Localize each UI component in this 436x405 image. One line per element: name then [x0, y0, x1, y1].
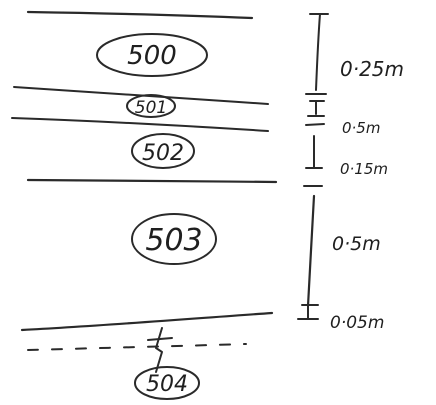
thickness-label-501: 0·5m [342, 119, 380, 137]
scale-seg-2 [307, 100, 325, 117]
boundary-line-501-502 [11, 117, 269, 132]
layer-500-label: 500 [127, 41, 177, 71]
scale-seg-3 [305, 135, 323, 169]
scale-tick-2 [305, 123, 325, 126]
boundary-line-top [26, 10, 254, 20]
boundary-line-dashed [27, 343, 247, 351]
layer-501-label: 501 [135, 98, 167, 118]
thickness-label-504: 0·05m [330, 313, 384, 333]
layer-504-ellipse [134, 366, 200, 400]
layer-501-ellipse [126, 94, 176, 118]
thickness-label-500: 0·25m [340, 57, 404, 81]
connector-504 [155, 327, 163, 373]
connector-504-tick [147, 337, 173, 341]
layer-502-ellipse [131, 133, 195, 169]
boundary-line-500-501 [13, 86, 269, 105]
scale-seg-4 [306, 194, 316, 308]
thickness-label-503: 0·5m [332, 233, 381, 255]
layer-502-label: 502 [142, 141, 184, 166]
boundary-line-503-504 [20, 311, 274, 332]
scale-tick-4 [297, 304, 319, 320]
boundary-line-502-503 [26, 178, 278, 184]
scale-bracket-top [309, 13, 329, 91]
layer-500-ellipse [96, 33, 208, 77]
thickness-label-502: 0·15m [340, 160, 388, 178]
layer-504-label: 504 [146, 372, 188, 397]
layer-503-label: 503 [145, 223, 202, 258]
layer-503-ellipse [131, 213, 217, 265]
